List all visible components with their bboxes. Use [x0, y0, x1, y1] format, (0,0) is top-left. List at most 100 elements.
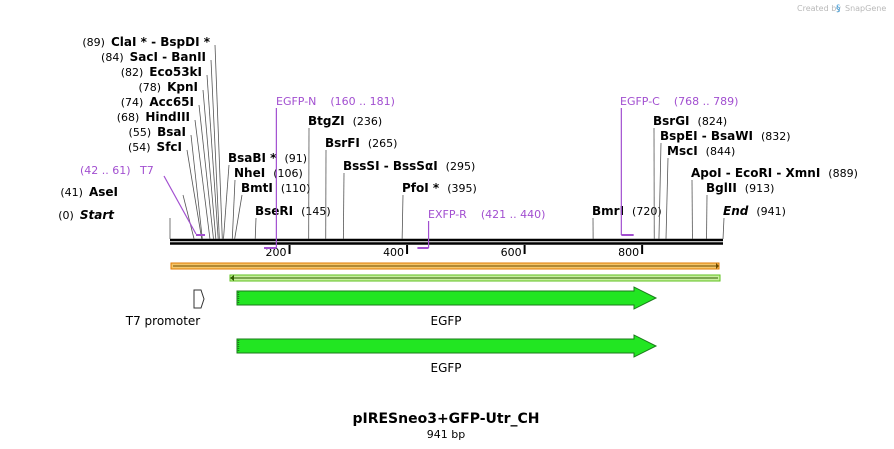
restriction-site[interactable]: NheI(106) [231, 166, 303, 240]
site-position: (832) [761, 130, 791, 143]
restriction-site[interactable]: End(941) [722, 204, 786, 240]
site-position: (395) [447, 182, 477, 195]
restriction-site[interactable]: SfcI (54) [128, 140, 203, 240]
restriction-site[interactable]: PfoI * (395) [401, 181, 477, 240]
restriction-site[interactable]: SacI - BanII(84) [101, 50, 220, 240]
restriction-site[interactable]: ApoI - EcoRI - XmnI (889) [691, 166, 858, 240]
primers: (42 .. 61) T7 EGFP-N (160 .. 181) EXFP-R(421… [80, 95, 739, 249]
primer-range: (42 .. 61) [80, 164, 131, 177]
restriction-site[interactable]: BsrFI (265) [325, 136, 398, 240]
restriction-site[interactable]: BsaI (55) [129, 125, 203, 240]
primer-exfp-r[interactable]: EXFP-R(421 .. 440) [417, 208, 545, 249]
site-leader-line [234, 194, 243, 240]
site-leader-line [658, 142, 662, 240]
site-leader-line [223, 164, 230, 240]
feature-label: EGFP [430, 361, 461, 375]
feature-arrow-icon [236, 286, 658, 310]
site-name: BssSI - BssSαI [343, 159, 438, 173]
restriction-site[interactable]: BmtI (110) [234, 181, 311, 240]
restriction-site[interactable]: Start (0) [58, 208, 171, 239]
primer-range: (160 .. 181) [330, 95, 395, 108]
site-position: (106) [273, 167, 303, 180]
site-position: (89) [82, 36, 105, 49]
site-leader-line [190, 134, 203, 240]
site-name: BsaI [157, 125, 186, 139]
site-name: Start [80, 208, 115, 222]
site-position: (91) [284, 152, 307, 165]
site-name: SacI - BanII [130, 50, 206, 64]
restriction-site[interactable]: Acc65I(74) [121, 95, 214, 240]
primer-t7[interactable]: (42 .. 61) T7 [80, 164, 205, 236]
site-position: (110) [281, 182, 311, 195]
ruler-tick-label: 800 [618, 246, 639, 259]
site-name: BspEI - BsaWI [660, 129, 753, 143]
primer-name: EGFP-N [276, 95, 316, 108]
restriction-site[interactable]: BmrI(720) [592, 204, 662, 240]
site-position: (295) [446, 160, 476, 173]
site-name: HindIII [145, 110, 190, 124]
site-name: PfoI * [402, 181, 440, 195]
ruler-tick-label: 400 [383, 246, 404, 259]
restriction-site[interactable]: BssSI - BssSαI (295) [342, 159, 476, 240]
site-position: (236) [353, 115, 383, 128]
site-name: BglII [706, 181, 737, 195]
site-name: BsrGI [653, 114, 690, 128]
site-position: (0) [58, 209, 74, 222]
map-title: pIRESneo3+GFP-Utr_CH [352, 411, 539, 427]
feature-label: EGFP [430, 314, 461, 328]
restriction-site[interactable]: Eco53kI (82) [121, 65, 219, 240]
site-position: (74) [121, 96, 144, 109]
primer-name: T7 [139, 164, 154, 177]
restriction-site[interactable]: BglII (913) [706, 181, 775, 240]
site-leader-line [202, 89, 217, 240]
restriction-site[interactable]: BspEI - BsaWI (832) [658, 129, 791, 240]
site-position: (55) [129, 126, 152, 139]
site-name: KpnI [167, 80, 198, 94]
feature-arrow-icon [236, 334, 658, 358]
orf-forward-arrowhead-icon [716, 263, 719, 269]
primer-range: (768 .. 789) [674, 95, 739, 108]
restriction-site[interactable]: BsrGI(824) [653, 114, 727, 240]
restriction-site[interactable]: BsaBI * (91) [223, 151, 307, 240]
site-name: ApoI - EcoRI - XmnI [691, 166, 820, 180]
site-leader-line [198, 104, 214, 240]
site-name: Eco53kI [149, 65, 202, 79]
site-position: (54) [128, 141, 151, 154]
site-name: BsrFI [325, 136, 360, 150]
site-name: SfcI [157, 140, 182, 154]
primer-egfp-n[interactable]: EGFP-N (160 .. 181) [264, 95, 395, 249]
site-leader-line [231, 179, 236, 240]
map-title-block: pIRESneo3+GFP-Utr_CH 941 bp [352, 411, 539, 441]
feature-t7-promoter[interactable]: T7 promoter [125, 289, 205, 328]
restriction-site[interactable]: KpnI(78) [139, 80, 217, 240]
site-leader-line [722, 217, 725, 240]
site-leader-line [194, 119, 211, 240]
site-leader-line [401, 194, 404, 240]
restriction-site[interactable]: BseRI(145) [254, 204, 331, 240]
credit-brand: SnapGene [845, 4, 886, 13]
site-position: (913) [745, 182, 775, 195]
restriction-site[interactable]: BtgZI(236) [308, 114, 383, 240]
ruler-tick-label: 600 [501, 246, 522, 259]
site-position: (41) [60, 186, 83, 199]
restriction-site[interactable]: MscI(844) [665, 144, 735, 240]
site-name: BseRI [255, 204, 293, 218]
primer-egfp-c[interactable]: EGFP-C(768 .. 789) [620, 95, 739, 236]
site-name: AseI [89, 185, 118, 199]
feature-egfp[interactable]: EGFP [236, 286, 658, 328]
restriction-site[interactable]: HindIII(68) [117, 110, 211, 240]
site-name: MscI [667, 144, 698, 158]
site-position: (265) [368, 137, 398, 150]
snapgene-logo-icon: § [836, 4, 841, 14]
site-position: (889) [828, 167, 858, 180]
site-position: (82) [121, 66, 144, 79]
restriction-site[interactable]: ClaI * - BspDI *(89) [82, 35, 223, 240]
site-name: BsaBI * [228, 151, 277, 165]
snapgene-credit: Created by § SnapGene [797, 4, 886, 14]
site-leader-line [186, 149, 203, 240]
restriction-site[interactable]: AseI (41) [60, 185, 195, 240]
promoter-arrow-icon [193, 289, 205, 309]
feature-egfp[interactable]: EGFP [236, 334, 658, 375]
site-name: BmtI [241, 181, 273, 195]
